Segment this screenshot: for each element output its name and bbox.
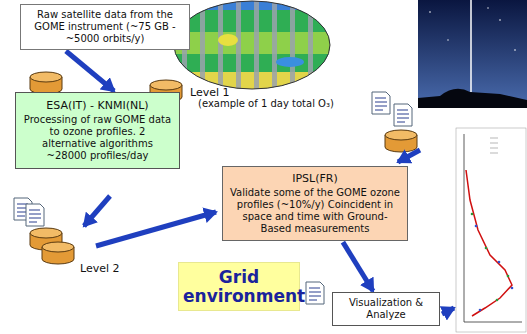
profile-chart (456, 128, 526, 332)
process-box: ESA(IT) - KNMI(NL) Processing of raw GOME… (15, 92, 180, 169)
box-text: Raw satellite data from the GOME instrum… (27, 9, 183, 45)
source-box: Raw satellite data from the GOME instrum… (20, 4, 190, 50)
database-icon (42, 242, 74, 264)
database-icon (385, 130, 417, 152)
level-label: Level 2 (80, 262, 120, 275)
ozone-map (170, 0, 335, 92)
box-heading: ESA(IT) - KNMI(NL) (22, 99, 173, 112)
document-icon (26, 204, 44, 226)
flow-arrows (84, 150, 454, 314)
document-icon (372, 92, 390, 114)
environment-label-box: Grid environment (178, 262, 300, 311)
flow-arrow (343, 242, 373, 291)
box-text: Processing of raw GOME data to ozone pro… (22, 114, 173, 162)
box-text: Visualization & Analyze (337, 297, 435, 321)
document-icon (306, 282, 324, 304)
box-text: Grid environment (183, 268, 295, 305)
database-icon (30, 72, 62, 94)
flow-arrow (66, 51, 114, 91)
document-icon (394, 104, 412, 126)
level-label: Level 1 (190, 86, 230, 99)
telescope-photo (418, 0, 527, 108)
output-box: Visualization & Analyze (332, 292, 440, 326)
box-heading: IPSL(FR) (229, 172, 401, 185)
map-caption: (example of 1 day total O₃) (198, 98, 334, 109)
validation-box: IPSL(FR) Validate some of the GOME ozone … (222, 166, 408, 241)
map-outline (174, 1, 330, 89)
box-text: Validate some of the GOME ozone profiles… (229, 187, 401, 235)
